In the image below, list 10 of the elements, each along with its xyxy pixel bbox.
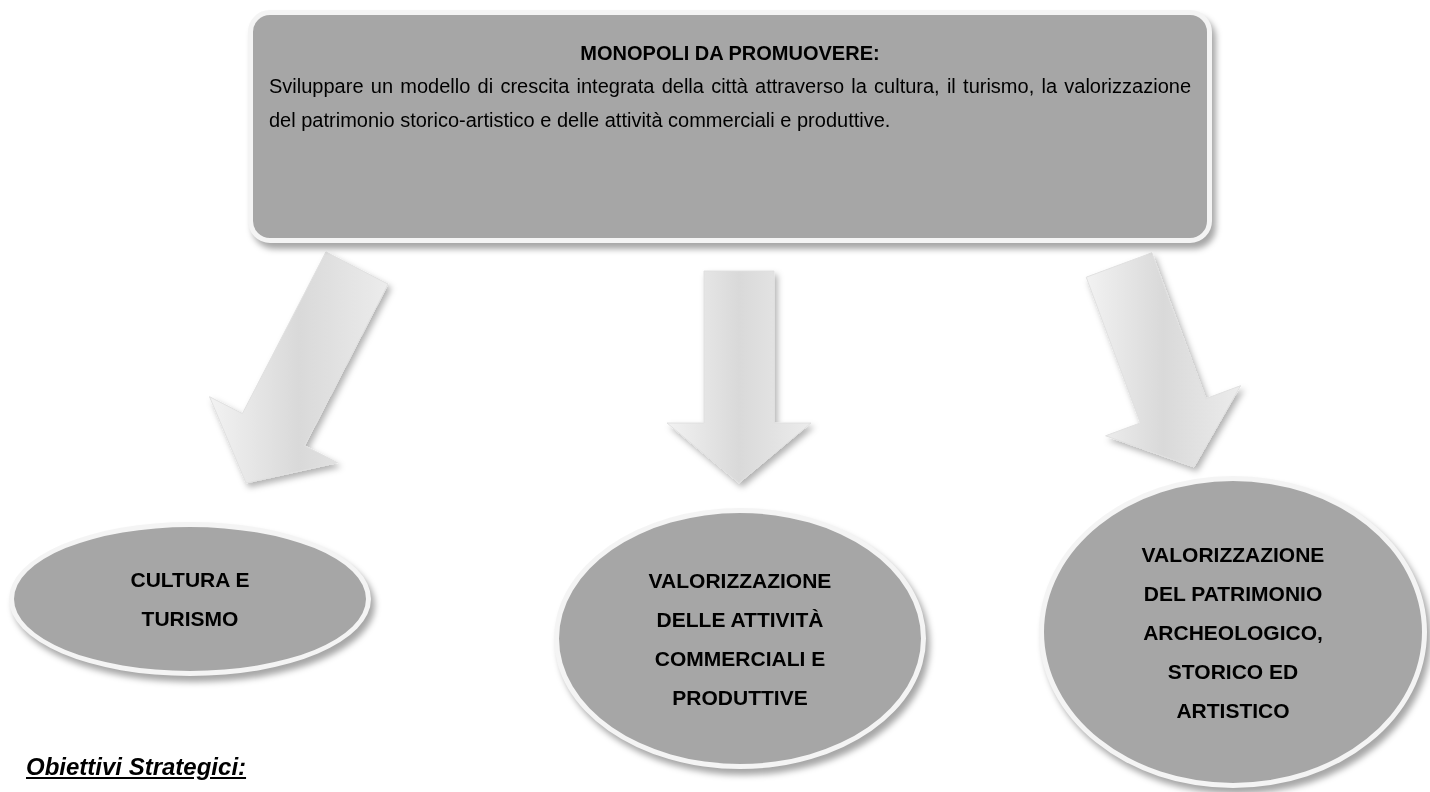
block-arrow	[666, 270, 812, 484]
block-arrow	[209, 251, 389, 484]
box-description: Sviluppare un modello di crescita integrata della città attraverso la cultura, il turismo, la valorizzazione del patrimonio storico-artistico e delle attività commerciali e produttive.	[269, 74, 1191, 133]
section-heading: Obiettivi Strategici:	[26, 752, 247, 782]
box-heading: MONOPOLI DA PROMUOVERE:	[580, 41, 880, 66]
objective-text: CULTURA E TURISMO	[129, 567, 251, 632]
objective-text: VALORIZZAZIONE DEL PATRIMONIO ARCHEOLOGICO, STORICO ED ARTISTICO	[1140, 541, 1326, 724]
block-arrow	[1085, 252, 1242, 468]
objective-text: VALORIZZAZIONE DELLE ATTIVITÀ COMMERCIALI E PRODUTTIVE	[647, 567, 833, 711]
goal-box	[248, 10, 1212, 243]
